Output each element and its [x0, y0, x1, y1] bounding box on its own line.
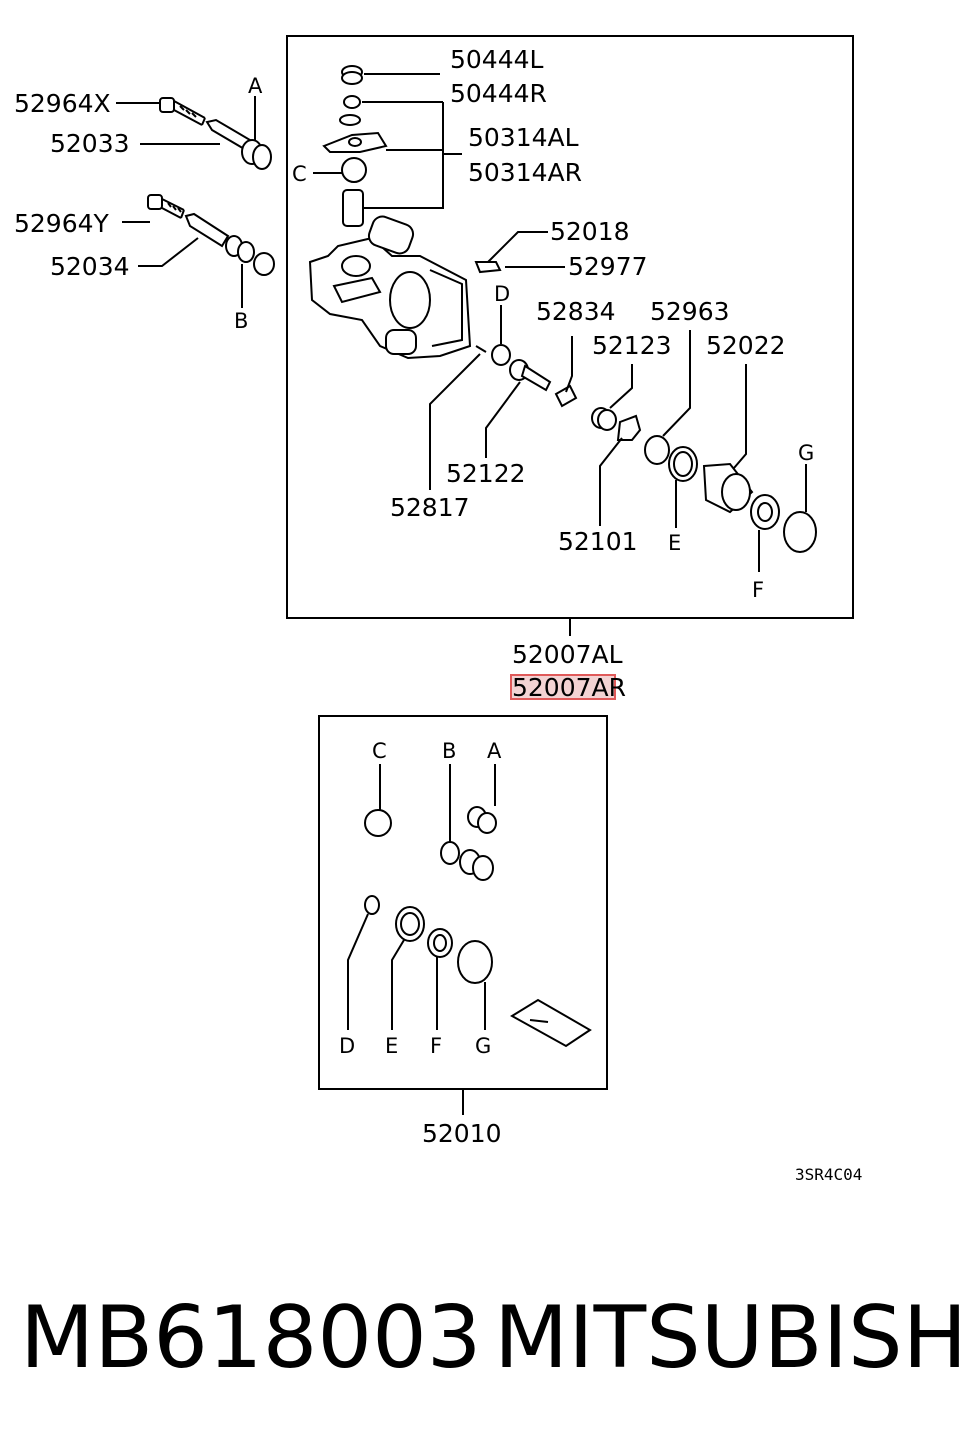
letter-a-top: A [248, 74, 263, 98]
label-52007al: 52007AL [512, 640, 623, 669]
label-52007ar: 52007AR [512, 673, 626, 702]
spring-washer-50444 [339, 65, 363, 126]
spring-52123 [591, 407, 617, 431]
letter-d-kit: D [339, 1034, 355, 1058]
label-52964y: 52964Y [14, 209, 110, 238]
label-52123: 52123 [592, 331, 672, 360]
kit-boot-f [427, 928, 453, 958]
letter-c-top: C [292, 162, 307, 186]
adjuster-52122 [509, 359, 552, 392]
kit-boot-a [467, 806, 497, 834]
pin-52817 [475, 345, 487, 353]
label-52022: 52022 [706, 331, 786, 360]
label-52010: 52010 [422, 1119, 502, 1148]
piston-52022 [702, 462, 754, 514]
label-50444r: 50444R [450, 79, 547, 108]
pin-52034 [184, 212, 230, 248]
seal-e-main [668, 446, 698, 482]
shaft [342, 189, 364, 227]
bleeder-52018 [474, 261, 502, 274]
footer-brand: MITSUBISHI [494, 1288, 960, 1388]
kit-seal-e [395, 906, 425, 942]
letter-b-top: B [234, 309, 248, 333]
letter-e-main: E [668, 531, 681, 555]
label-52834: 52834 [536, 297, 616, 326]
label-50444l: 50444L [450, 45, 544, 74]
letter-c-kit: C [372, 739, 387, 763]
boot-f-main [750, 494, 780, 530]
label-52963: 52963 [650, 297, 730, 326]
footer-part-number: MB618003 [20, 1288, 482, 1388]
label-52122: 52122 [446, 459, 526, 488]
label-50314al: 50314AL [468, 123, 579, 152]
letter-g-main: G [798, 441, 814, 465]
letter-b-kit: B [442, 739, 456, 763]
lever-50314 [322, 131, 388, 153]
label-52101: 52101 [558, 527, 638, 556]
ring-g-main [783, 511, 817, 553]
seal-d-main [491, 344, 511, 366]
label-50314ar: 50314AR [468, 158, 582, 187]
letter-g-kit: G [475, 1034, 491, 1058]
kit-seal-d [364, 895, 380, 915]
kit-ring-g [457, 940, 493, 984]
kit-boot-b [440, 841, 494, 881]
caliper-body [308, 215, 472, 360]
letter-e-kit: E [385, 1034, 398, 1058]
label-52034: 52034 [50, 252, 130, 281]
label-52977: 52977 [568, 252, 648, 281]
grease-packet [510, 998, 592, 1048]
kit-cap-c [364, 809, 392, 837]
letter-f-main: F [752, 578, 764, 602]
cap-c-top [341, 157, 367, 183]
label-52018: 52018 [550, 217, 630, 246]
bolt-52964x [159, 97, 206, 126]
letter-f-kit: F [430, 1034, 442, 1058]
clip-52834 [554, 384, 578, 408]
label-52033: 52033 [50, 129, 130, 158]
stopper-52101 [616, 414, 642, 441]
letter-d-main: D [494, 282, 510, 306]
boot-b-top [225, 235, 275, 276]
highlight-box [510, 674, 616, 700]
diagram-code: 3SR4C04 [795, 1165, 862, 1184]
boot-a-top [241, 139, 272, 170]
bolt-52964y [147, 194, 185, 219]
letter-a-kit: A [487, 739, 502, 763]
label-52964x: 52964X [14, 89, 111, 118]
label-52817: 52817 [390, 493, 470, 522]
seal-52963 [644, 435, 670, 465]
